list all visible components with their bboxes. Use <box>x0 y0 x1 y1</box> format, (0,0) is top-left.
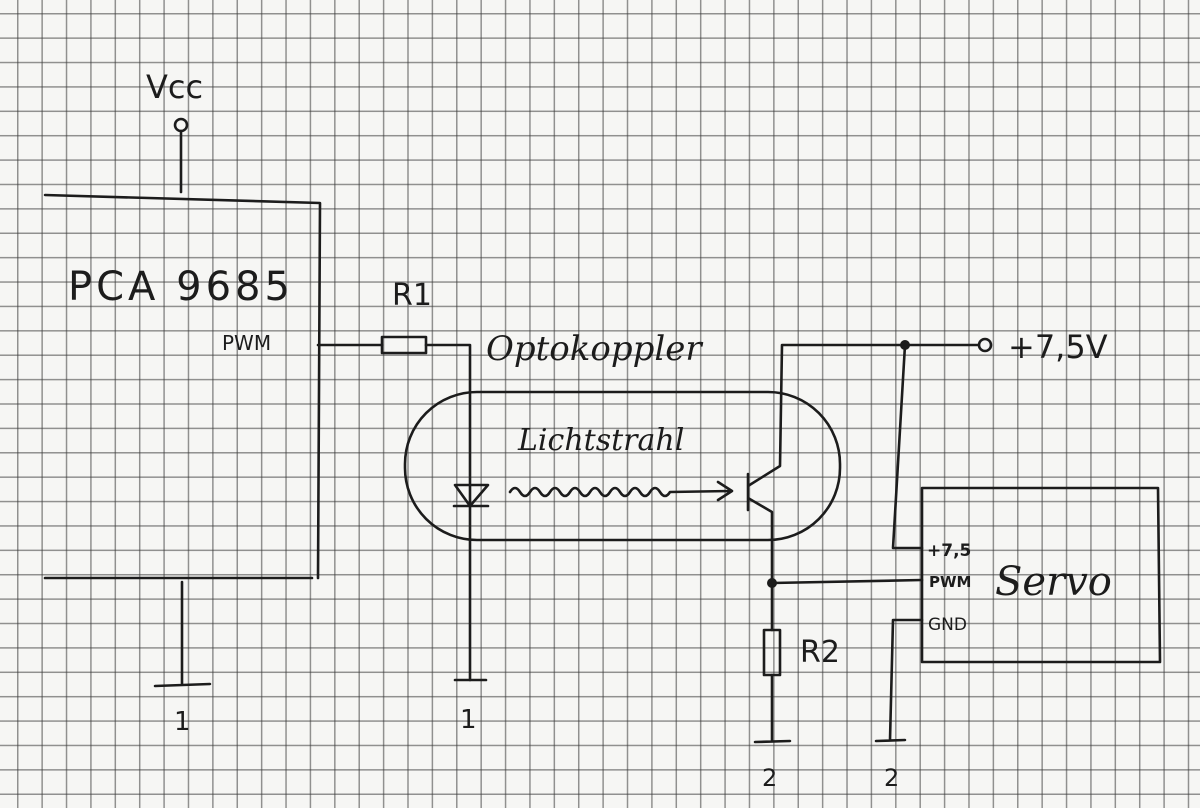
servo-pin-gnd: GND <box>928 615 967 635</box>
r1-label: R1 <box>392 278 432 313</box>
r2-label: R2 <box>800 635 840 670</box>
ground-label: 1 <box>174 707 191 737</box>
r2-wire <box>753 581 792 744</box>
led-diode-icon <box>452 483 490 508</box>
supply-label: +7,5V <box>1008 328 1108 366</box>
ground-label: 2 <box>762 764 777 792</box>
ground-label: 2 <box>884 764 899 792</box>
ground-label: 1 <box>460 705 477 735</box>
optocoupler-outline <box>403 390 842 542</box>
r1-resistor <box>380 335 428 355</box>
chip-label: PCA 9685 <box>68 264 294 310</box>
pca9685-box <box>43 193 322 580</box>
servo-power-wire <box>891 343 924 550</box>
supply-terminal <box>977 337 993 353</box>
light-beam-arrow-icon <box>508 480 734 502</box>
vcc-label: Vcc <box>146 68 203 106</box>
chip-pwm-label: PWM <box>222 331 271 355</box>
servo-pin-pwm: PWM <box>929 573 971 591</box>
servo-ground-wire <box>874 618 924 743</box>
servo-box <box>920 486 1162 664</box>
light-beam-label: Lichtstrahl <box>517 423 684 458</box>
phototransistor-icon <box>746 343 907 585</box>
optocoupler-label: Optokoppler <box>486 329 703 369</box>
ground-symbol <box>153 580 212 688</box>
servo-label: Servo <box>995 559 1112 605</box>
servo-pin-power: +7,5 <box>927 541 971 561</box>
pwm-wire <box>316 343 472 682</box>
servo-pwm-wire <box>770 578 924 585</box>
r2-resistor <box>762 628 782 677</box>
vcc-terminal <box>173 117 189 133</box>
